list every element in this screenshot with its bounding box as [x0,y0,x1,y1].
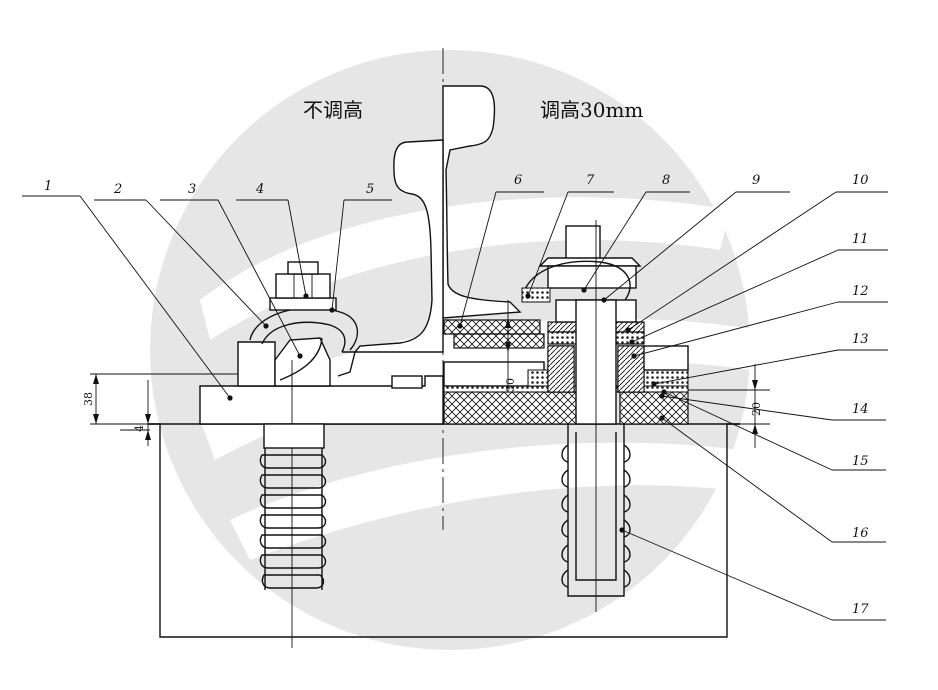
part-label-5: 5 [366,182,374,197]
insulator-left [391,375,423,389]
rail-left-half [353,139,444,353]
base-plate-left [199,375,444,425]
insulator-block-right [527,369,549,387]
part-label-15: 15 [852,454,869,469]
dimension-38-label: 38 [82,392,95,406]
shoulder-right [643,345,689,371]
part-label-1: 1 [44,179,52,194]
dimension-30 [505,300,511,392]
part-label-10: 10 [852,173,869,188]
part-label-17: 17 [852,602,869,617]
leader-lines-left [22,195,392,401]
rail-right-half [442,85,522,319]
part-label-13: 13 [852,332,869,347]
clip-spring-inner [261,321,346,353]
spike-thread-left [259,448,327,590]
raising-plate-right-b [619,391,689,425]
part-label-9: 9 [752,173,760,188]
upper-pad-6b [453,333,545,349]
part-label-4: 4 [255,182,264,197]
part-label-7: 7 [586,173,595,188]
caption-raised-30mm: 调高30mm [540,98,643,122]
part-label-8: 8 [662,173,670,188]
shoulder-left [237,341,276,387]
sleeve-hatch-left [547,345,575,393]
washer-left [269,297,337,311]
part-label-6: 6 [514,173,522,188]
nut-left-top [287,261,319,275]
part-label-16: 16 [852,526,869,541]
part-label-14: 14 [852,402,869,417]
part-label-2: 2 [113,182,122,197]
shim-plate-right [443,361,545,387]
part-label-12: 12 [852,284,869,299]
part-label-3: 3 [188,182,196,197]
dimension-4-label: 4 [133,425,146,432]
anchor-sleeve-17 [561,424,631,597]
clip-spring-leg [279,337,323,381]
part-label-11: 11 [852,232,869,247]
leader-lines-right [457,191,888,621]
dimension-left [90,373,238,446]
dimension-30-label: 30 [504,378,517,392]
clip-spring-toe [337,351,356,377]
shoulder-body [274,337,331,387]
spike-neck-left [263,423,325,449]
clip-spring-right-outer [521,260,631,301]
sleeve-hatch-right [617,345,645,393]
clip-toe-pad-right [521,287,551,303]
caption-not-raised: 不调高 [303,98,363,122]
insulator-block-right-b [639,369,689,387]
